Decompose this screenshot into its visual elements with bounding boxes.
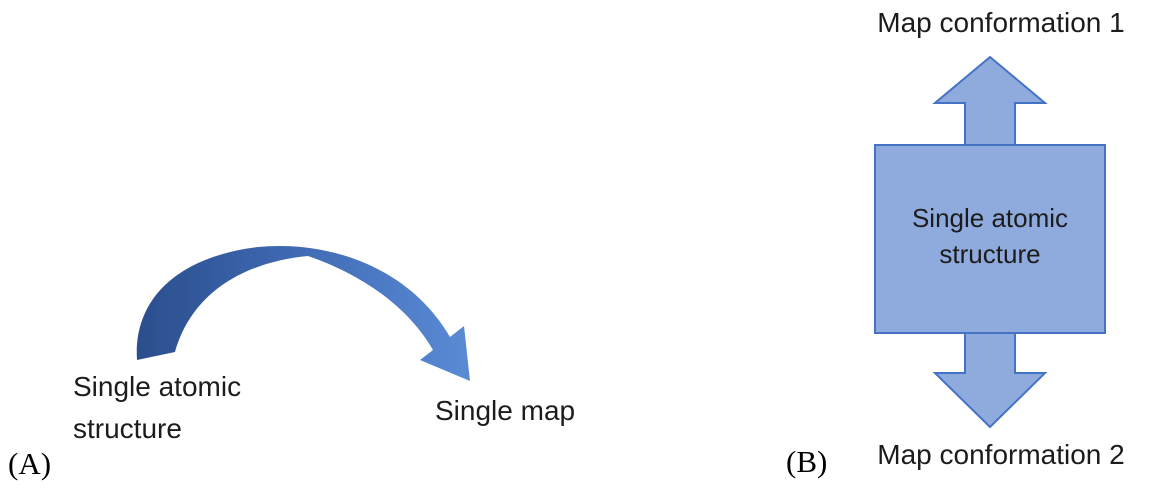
panel-b: Map conformation 1 Single atomic structu… bbox=[700, 0, 1152, 493]
panel-b-label: (B) bbox=[786, 444, 828, 479]
panel-a: Single atomic structure Single map (A) bbox=[8, 245, 576, 481]
curved-arrow-icon bbox=[136, 245, 470, 381]
conformation-shape bbox=[874, 55, 1106, 429]
up-arrow-shape bbox=[932, 55, 1048, 148]
panel-a-target-label: Single map bbox=[435, 395, 576, 426]
panel-b-center-label: Single atomic structure bbox=[911, 203, 1069, 269]
panel-b-bottom-label: Map conformation 2 bbox=[877, 439, 1125, 470]
curved-arrow-body bbox=[136, 245, 470, 381]
down-arrow-shape bbox=[932, 330, 1048, 429]
panel-a-source-label: Single atomic structure bbox=[73, 371, 242, 444]
panel-b-top-label: Map conformation 1 bbox=[877, 7, 1125, 38]
panel-a-label: (A) bbox=[8, 446, 52, 481]
structure-box bbox=[874, 144, 1106, 334]
